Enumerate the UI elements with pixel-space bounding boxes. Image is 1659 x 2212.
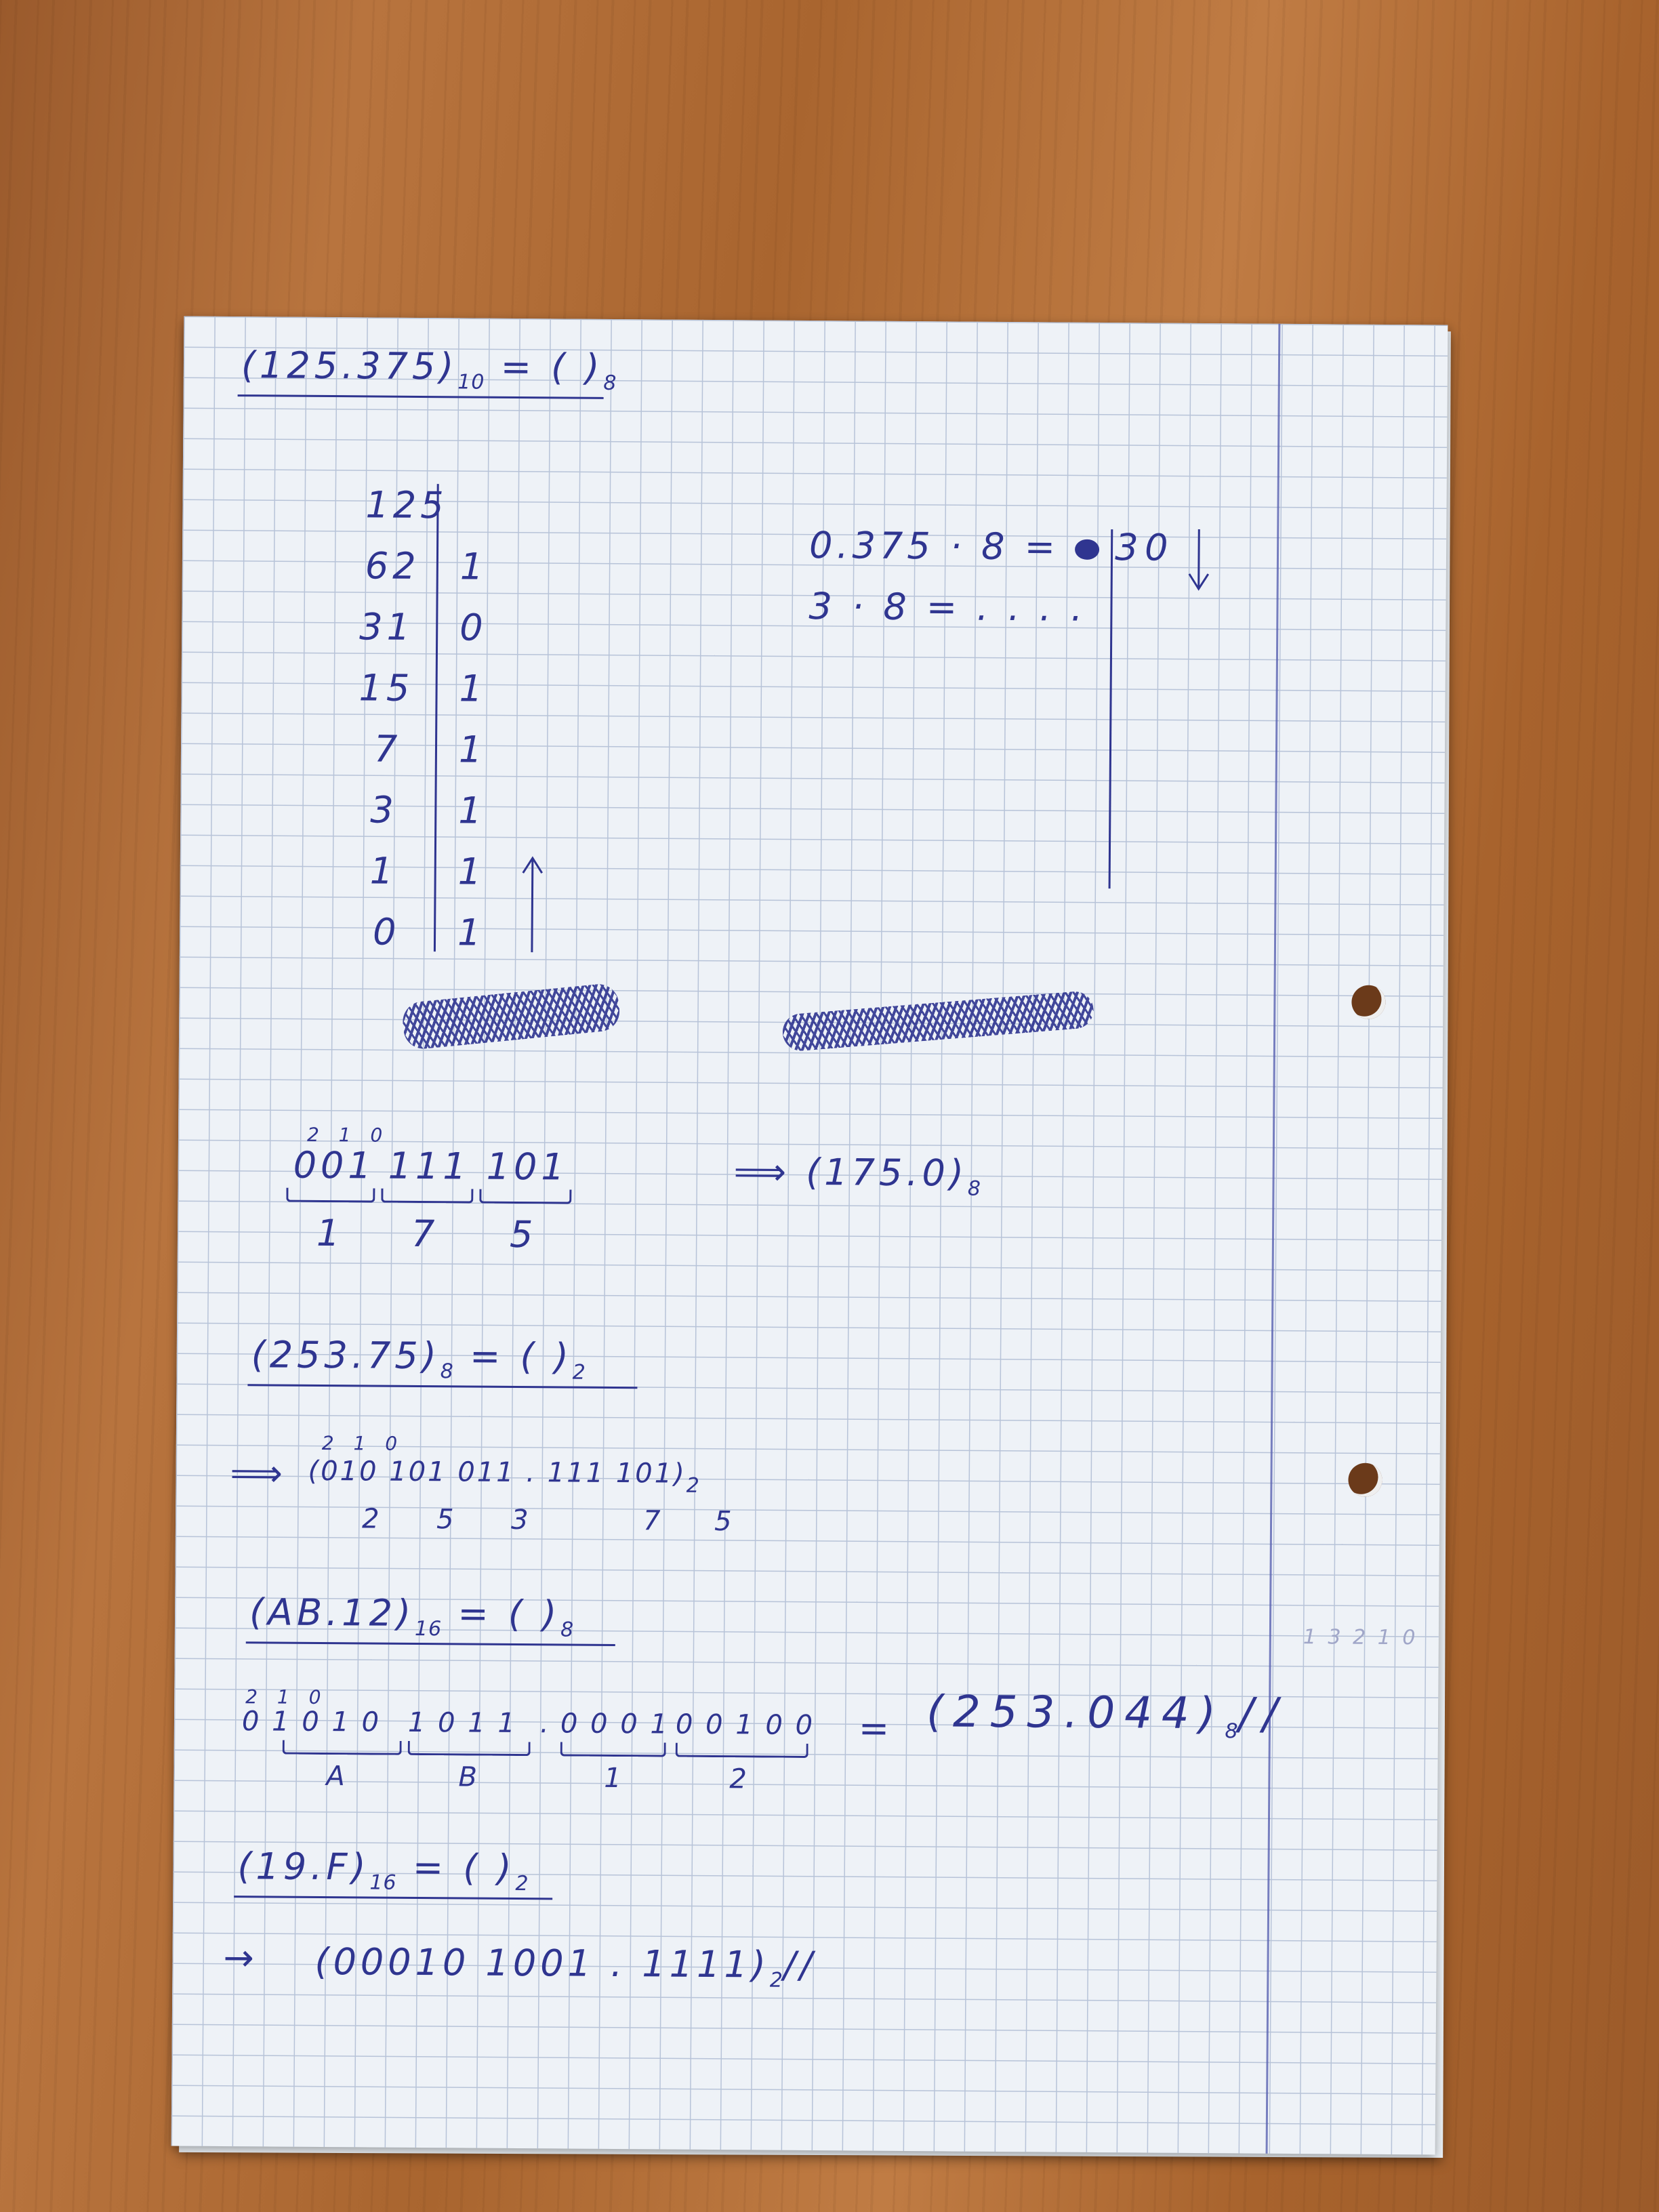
position-weights: 2 1 0 (245, 1685, 328, 1709)
hex-digit: A (326, 1761, 347, 1793)
heading-125-375: (125.375)10 = ( )8 (241, 344, 617, 395)
group-bracket (407, 1740, 531, 1757)
binary-group: 111 (388, 1144, 470, 1188)
heading-underline (245, 1641, 615, 1647)
up-arrow-icon (522, 856, 543, 953)
octal-digit: 2 (361, 1503, 382, 1535)
octal-digit: 5 (714, 1506, 734, 1538)
quotient: 3 (370, 788, 398, 832)
remainder: 1 (458, 728, 487, 771)
heading-19-f: (19.F)16 = ( )2 (237, 1845, 529, 1896)
fraction-digit: 0 (1144, 526, 1172, 569)
result-175: ⟹ (175.0)8 (733, 1150, 982, 1201)
quotient: 31 (359, 605, 415, 649)
margin-note: 1 3 2 1 0 (1303, 1625, 1418, 1650)
equals-sign: = (858, 1706, 894, 1750)
division-line (433, 484, 439, 952)
quotient: 62 (365, 544, 420, 588)
octal-digit: 1 (316, 1211, 344, 1255)
quotient: 15 (359, 666, 414, 710)
punch-hole (1351, 985, 1386, 1019)
binary-group: 0 1 0 1 0 (241, 1706, 382, 1738)
binary-conversion-253: (010 101 011 . 111 101)2 (308, 1455, 700, 1498)
quotient: 0 (372, 910, 401, 954)
crossed-out-scribble (401, 982, 621, 1051)
grid-paper-sheet: (125.375)10 = ( )8 125 62 31 15 7 3 1 0 … (171, 316, 1448, 2155)
group-bracket (286, 1187, 375, 1203)
implies-arrow: ⟹ (230, 1452, 287, 1495)
group-bracket (675, 1742, 808, 1759)
binary-conversion-19f: (00010 1001 . 1111)2// (314, 1940, 817, 1992)
fraction-line-2: 3 · 8 = . . . . (808, 584, 1087, 630)
heading-underline (237, 394, 604, 399)
remainder: 1 (457, 911, 485, 954)
margin-line (1265, 323, 1281, 2154)
fraction-divider (1108, 529, 1113, 889)
hex-digit: B (458, 1761, 480, 1793)
heading-underline (234, 1896, 553, 1900)
binary-point: . (539, 1708, 551, 1740)
scribbled-digit (1075, 539, 1100, 560)
remainder: 0 (459, 606, 487, 649)
remainder: 1 (457, 850, 486, 893)
octal-digit: 3 (510, 1504, 531, 1536)
octal-digit: 7 (411, 1212, 439, 1256)
punch-hole (1348, 1462, 1382, 1497)
binary-group: 0 0 1 0 0 (675, 1708, 815, 1742)
quotient: 1 (369, 849, 398, 893)
heading-underline (247, 1384, 638, 1389)
binary-group: 1 0 1 1 (407, 1706, 518, 1740)
remainder: 1 (459, 545, 488, 588)
quotient: 125 (365, 483, 448, 527)
fraction-line-1: 0.375 · 8 = 3 (808, 523, 1143, 569)
position-weights: 2 1 0 (306, 1123, 390, 1147)
implies-arrow: → (223, 1936, 259, 1980)
heading-253-75: (253.75)8 = ( )2 (251, 1333, 586, 1385)
octal-digit: 5 (509, 1212, 537, 1256)
octal-digit: 7 (642, 1505, 663, 1537)
result-253-044: (253.044)8// (926, 1687, 1288, 1744)
binary-group: 101 (486, 1145, 569, 1189)
quotient: 7 (373, 727, 402, 771)
down-arrow-icon (1188, 529, 1210, 591)
hex-digit: 2 (729, 1763, 750, 1795)
remainder: 1 (458, 789, 486, 832)
octal-digit: 5 (436, 1504, 456, 1536)
position-weights: 2 1 0 (321, 1431, 405, 1455)
group-bracket (479, 1189, 572, 1204)
heading-ab-12: (AB.12)16 = ( )8 (249, 1591, 575, 1642)
remainder: 1 (459, 667, 487, 710)
group-bracket (381, 1188, 474, 1204)
group-bracket (282, 1740, 402, 1755)
hex-digit: 1 (604, 1762, 624, 1795)
binary-group: 0 0 0 1 (560, 1708, 670, 1740)
crossed-out-scribble (781, 989, 1095, 1052)
group-bracket (560, 1742, 666, 1757)
binary-group: 001 (293, 1143, 376, 1187)
